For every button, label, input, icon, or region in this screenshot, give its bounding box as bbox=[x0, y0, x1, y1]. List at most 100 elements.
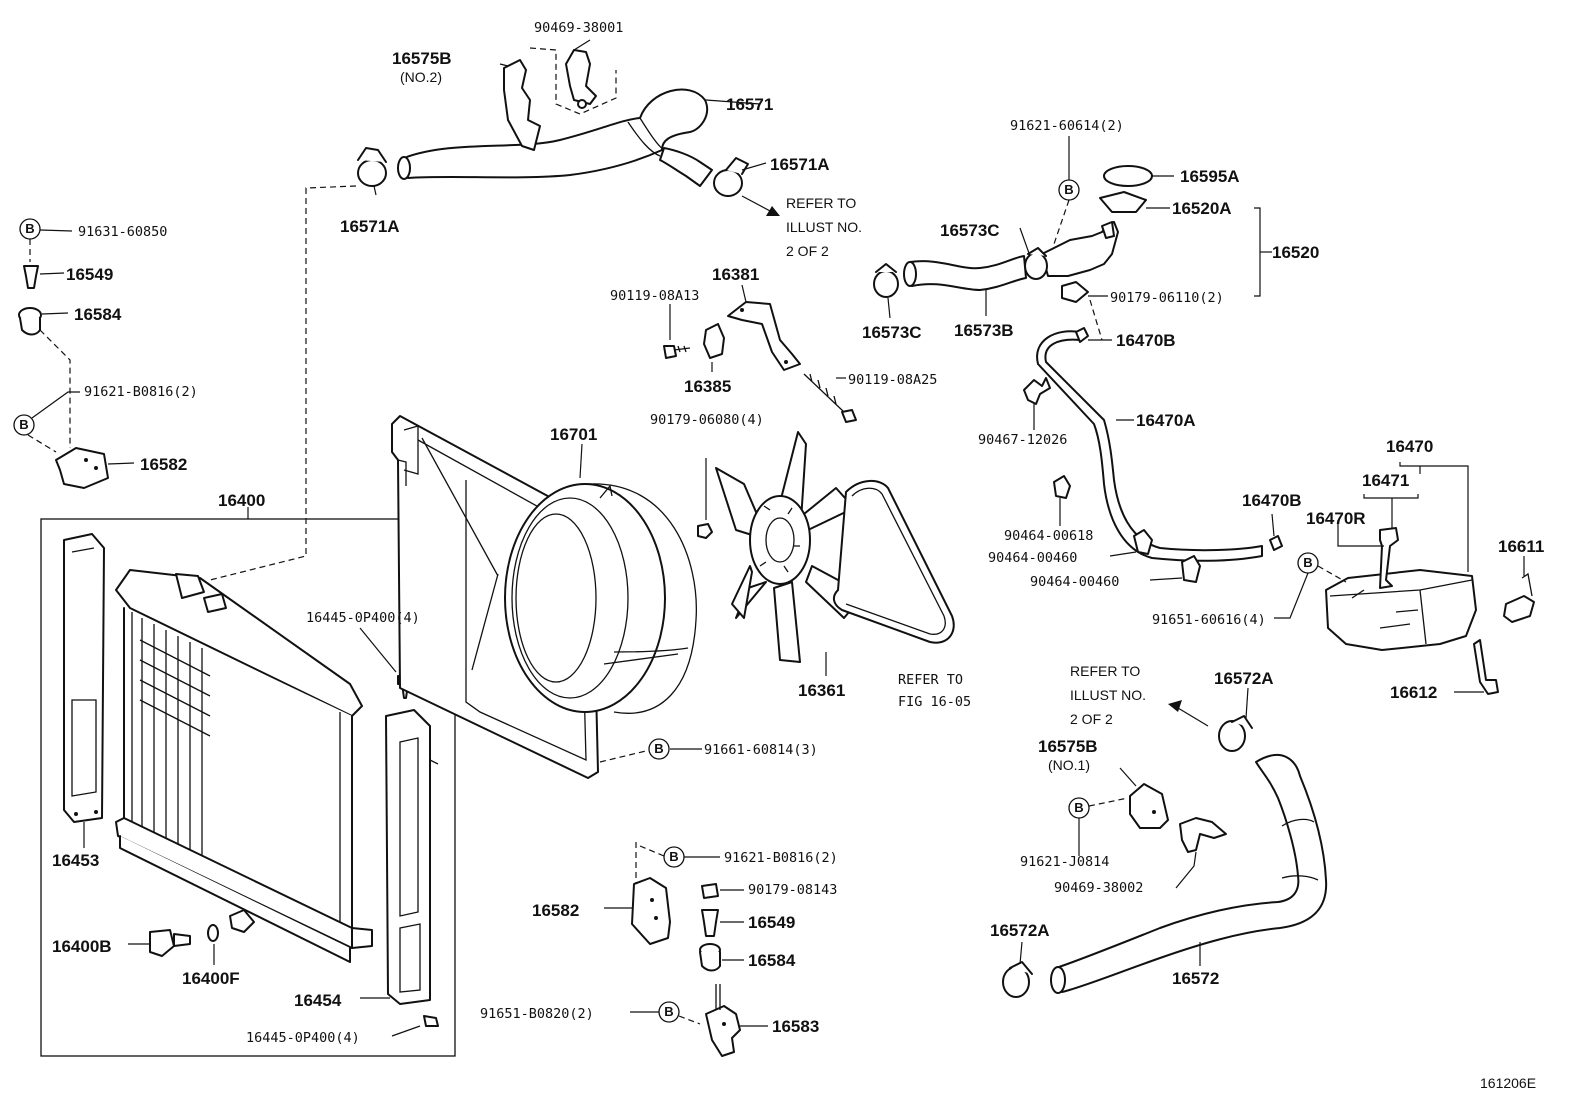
svg-text:B: B bbox=[19, 417, 28, 432]
label-90469-38001: 90469-38001 bbox=[534, 20, 623, 36]
label-90179-06080: 90179-06080(4) bbox=[650, 412, 764, 428]
clip-90464-00618 bbox=[1053, 475, 1071, 499]
o-ring-16400F bbox=[207, 924, 219, 942]
label-16454: 16454 bbox=[294, 991, 342, 1010]
fan-belt-ref bbox=[832, 480, 955, 644]
label-91621-60614: 91621-60614(2) bbox=[1010, 118, 1124, 134]
label-91621-B0816-mid: 91621-B0816(2) bbox=[724, 850, 838, 866]
bracket-16575B-no1 bbox=[1129, 783, 1169, 829]
label-16571: 16571 bbox=[726, 95, 773, 114]
label-16582-top: 16582 bbox=[140, 455, 187, 474]
bolt-16445-bottom bbox=[423, 1015, 439, 1027]
label-16470B-top: 16470B bbox=[1116, 331, 1176, 350]
clamp-16573C-bottom bbox=[873, 263, 899, 298]
svg-text:B: B bbox=[1064, 182, 1073, 197]
clip-16470B-top bbox=[1075, 327, 1089, 343]
label-16470R: 16470R bbox=[1306, 509, 1366, 528]
refer-arrow-bottom bbox=[1168, 700, 1209, 727]
bracket-16575B-no2 bbox=[503, 47, 617, 151]
clip-90467-12026 bbox=[1023, 377, 1051, 405]
bracket-16385 bbox=[703, 323, 725, 359]
svg-text:B: B bbox=[669, 849, 678, 864]
label-90179-08143: 90179-08143 bbox=[748, 882, 837, 898]
stay-16612 bbox=[1473, 639, 1499, 695]
side-seal-16453 bbox=[63, 533, 105, 823]
refer-arrow-top bbox=[741, 195, 780, 216]
label-no1: (NO.1) bbox=[1048, 757, 1090, 773]
label-91651-60616: 91651-60616(4) bbox=[1152, 612, 1266, 628]
label-16583: 16583 bbox=[772, 1017, 819, 1036]
cushion-16584-top bbox=[18, 307, 42, 336]
svg-text:B: B bbox=[664, 1004, 673, 1019]
note-refer-top-3: 2 OF 2 bbox=[786, 243, 829, 259]
label-16445-bottom: 16445-0P400(4) bbox=[246, 1030, 360, 1046]
inlet-16520 bbox=[1041, 221, 1119, 303]
label-16381: 16381 bbox=[712, 265, 759, 284]
radiator-core-fins bbox=[139, 618, 211, 860]
label-90464-00618: 90464-00618 bbox=[1004, 528, 1093, 544]
bracket-16582-mid bbox=[631, 877, 671, 945]
label-16470: 16470 bbox=[1386, 437, 1433, 456]
label-91621-B0816-left: 91621-B0816(2) bbox=[84, 384, 198, 400]
hose-16573B bbox=[903, 255, 1027, 291]
label-16573B: 16573B bbox=[954, 321, 1014, 340]
bracket-16583 bbox=[705, 984, 741, 1057]
side-seal-16454 bbox=[385, 709, 439, 1005]
cap-16520A bbox=[1099, 191, 1147, 213]
label-16611: 16611 bbox=[1498, 537, 1544, 556]
label-16549-top: 16549 bbox=[66, 265, 113, 284]
bracket-16381 bbox=[727, 301, 801, 371]
label-90464-00460-a: 90464-00460 bbox=[988, 550, 1077, 566]
bolt-90119-08A25 bbox=[803, 373, 857, 423]
clip-90469-38001 bbox=[565, 49, 597, 109]
label-16400F: 16400F bbox=[182, 969, 240, 988]
drain-cock-16400B bbox=[149, 929, 191, 957]
label-90119-08A13: 90119-08A13 bbox=[610, 288, 699, 304]
label-16584-mid: 16584 bbox=[748, 951, 796, 970]
label-16572A-bottom: 16572A bbox=[990, 921, 1050, 940]
label-16573C-top: 16573C bbox=[940, 221, 1000, 240]
clip-90469-38002 bbox=[1179, 817, 1227, 853]
hose-clamp-16571A-right bbox=[713, 157, 749, 197]
label-16573C-bottom: 16573C bbox=[862, 323, 922, 342]
label-16595A: 16595A bbox=[1180, 167, 1240, 186]
label-16584-top: 16584 bbox=[74, 305, 122, 324]
label-90469-38002: 90469-38002 bbox=[1054, 880, 1143, 896]
label-16361: 16361 bbox=[798, 681, 845, 700]
label-91651-B0820: 91651-B0820(2) bbox=[480, 1006, 594, 1022]
svg-text:B: B bbox=[1303, 555, 1312, 570]
svg-text:B: B bbox=[654, 741, 663, 756]
figure-id: 161206E bbox=[1480, 1075, 1536, 1091]
label-16701: 16701 bbox=[550, 425, 597, 444]
clip-90464-00460-b bbox=[1181, 555, 1201, 583]
label-91621-J0814: 91621-J0814 bbox=[1020, 854, 1109, 870]
label-90179-06110: 90179-06110(2) bbox=[1110, 290, 1224, 306]
label-16385: 16385 bbox=[684, 377, 731, 396]
label-16470B-mid: 16470B bbox=[1242, 491, 1302, 510]
label-16520: 16520 bbox=[1272, 243, 1319, 262]
label-16453: 16453 bbox=[52, 851, 99, 870]
radiator-16400 bbox=[115, 569, 373, 963]
coolant-reservoir-16470 bbox=[1325, 569, 1477, 651]
label-16572: 16572 bbox=[1172, 969, 1219, 988]
note-refer-bot-2: ILLUST NO. bbox=[1070, 687, 1146, 703]
clamp-16572A-top bbox=[1218, 715, 1253, 752]
note-refer-bot-3: 2 OF 2 bbox=[1070, 711, 1113, 727]
label-no2: (NO.2) bbox=[400, 69, 442, 85]
label-16571A-right: 16571A bbox=[770, 155, 830, 174]
label-16470A: 16470A bbox=[1136, 411, 1196, 430]
bracket-16611 bbox=[1503, 572, 1535, 623]
bracket-16582-left bbox=[55, 447, 109, 489]
hose-clamp-16571A-left bbox=[357, 147, 387, 187]
label-16575B-no1: 16575B bbox=[1038, 737, 1098, 756]
nut-90179-08143 bbox=[701, 883, 719, 899]
cooling-fan-16361 bbox=[715, 431, 865, 663]
label-16571A-left: 16571A bbox=[340, 217, 400, 236]
label-16471: 16471 bbox=[1362, 471, 1409, 490]
overflow-hose-16470A bbox=[1036, 330, 1263, 562]
clamp-16572A-bottom bbox=[1002, 961, 1033, 998]
fill-neck-radiator bbox=[175, 573, 227, 613]
label-16575B-no2: 16575B bbox=[392, 49, 452, 68]
bolt-90119-08A13 bbox=[663, 345, 691, 359]
